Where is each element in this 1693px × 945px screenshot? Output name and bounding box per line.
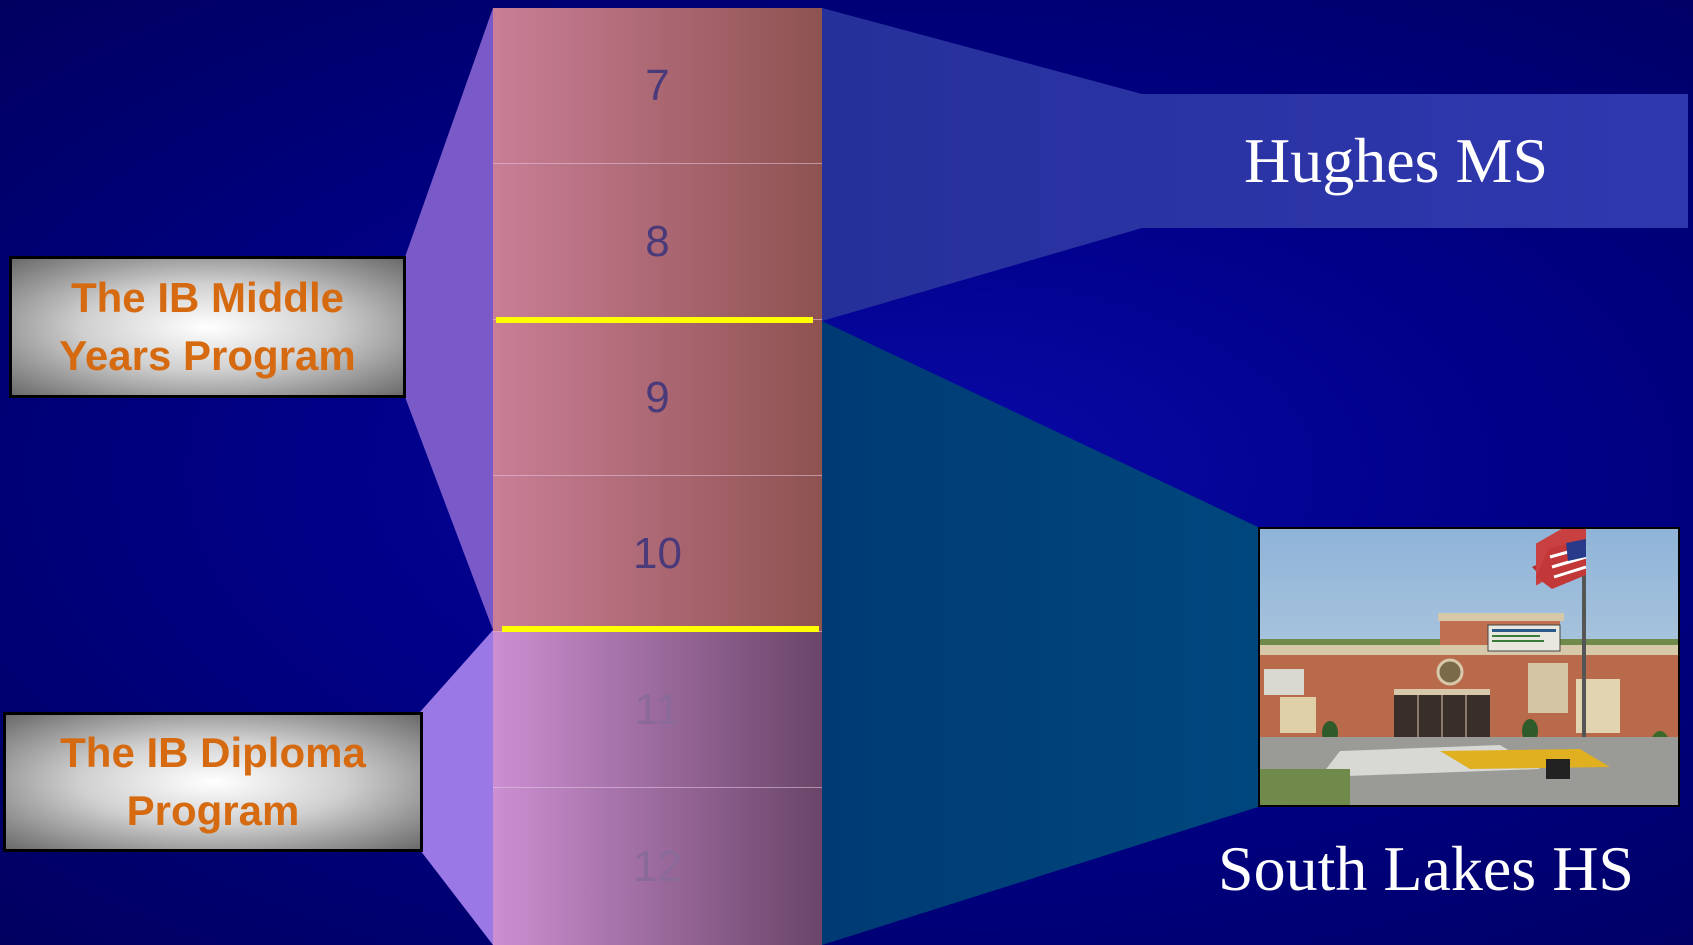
grade-12-label: 12 (633, 842, 682, 892)
grade-11: 11 (493, 632, 822, 788)
school-building-photo (1258, 527, 1680, 807)
program-transition-line (502, 626, 819, 632)
dp-wedge (420, 630, 493, 945)
grade-7-label: 7 (645, 61, 669, 111)
myp-wedge (405, 8, 493, 630)
grade-9-label: 9 (645, 373, 669, 423)
high-school-wedge (822, 321, 1258, 945)
grade-7: 7 (493, 8, 822, 164)
grade-11-label: 11 (635, 685, 681, 735)
grade-10: 10 (493, 476, 822, 632)
school-transition-line (496, 317, 813, 323)
grade-8-label: 8 (645, 217, 669, 267)
grade-column: 7 8 9 10 11 12 (493, 8, 822, 945)
grade-9: 9 (493, 320, 822, 476)
grade-8: 8 (493, 164, 822, 320)
dp-label: The IB Diploma Program (60, 724, 366, 840)
grade-12: 12 (493, 788, 822, 945)
middle-school-name: Hughes MS (1244, 124, 1548, 198)
grade-10-label: 10 (633, 529, 682, 579)
dp-label-box: The IB Diploma Program (3, 712, 423, 852)
high-school-name: South Lakes HS (1218, 832, 1634, 906)
myp-label-box: The IB Middle Years Program (9, 256, 406, 398)
myp-label: The IB Middle Years Program (59, 269, 356, 385)
